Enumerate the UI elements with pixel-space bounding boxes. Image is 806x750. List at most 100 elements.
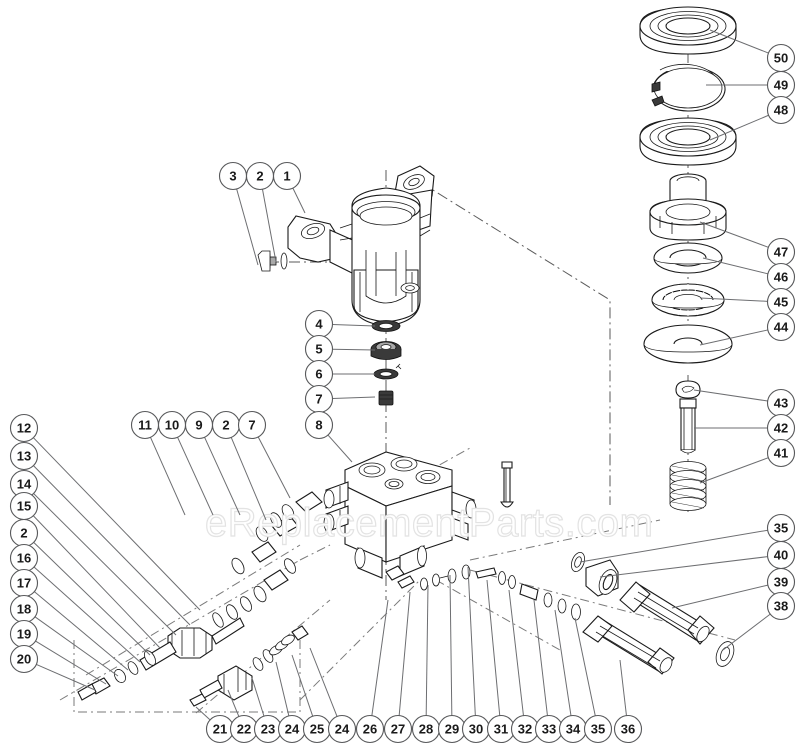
callout-bubble-14[interactable]: 14 [9, 469, 39, 499]
callout-leader-10 [177, 437, 214, 516]
callout-number: 31 [494, 722, 508, 737]
callout-bubble-34[interactable]: 34 [558, 714, 588, 744]
callout-bubble-46[interactable]: 46 [766, 262, 796, 292]
callout-number: 25 [310, 722, 324, 737]
callout-number: 36 [621, 722, 635, 737]
callout-number: 21 [213, 722, 227, 737]
callout-bubble-45[interactable]: 45 [766, 287, 796, 317]
callout-circle [327, 714, 357, 744]
callout-circle [766, 438, 796, 468]
callout-circle [272, 161, 302, 191]
callout-bubble-18[interactable]: 18 [9, 594, 39, 624]
callout-bubble-11[interactable]: 11 [130, 410, 160, 440]
callout-number: 38 [774, 599, 788, 614]
callout-bubble-35[interactable]: 35 [583, 714, 613, 744]
callout-bubble-36[interactable]: 36 [613, 714, 643, 744]
callout-bubble-42[interactable]: 42 [766, 413, 796, 443]
callout-number: 41 [774, 446, 788, 461]
callout-bubble-26[interactable]: 26 [355, 714, 385, 744]
callout-leader-7 [332, 396, 376, 400]
callout-bubble-17[interactable]: 17 [9, 568, 39, 598]
connecting-rod-36 [582, 615, 675, 675]
callout-bubble-7[interactable]: 7 [237, 410, 267, 440]
manifold-bottom-ports [354, 545, 427, 579]
callout-bubble-21[interactable]: 21 [205, 714, 235, 744]
callout-bubble-5[interactable]: 5 [304, 334, 334, 364]
callout-bubble-6[interactable]: 6 [304, 359, 334, 389]
callout-leader-22 [227, 689, 240, 717]
callout-number: 7 [315, 392, 322, 407]
callout-leader-24 [309, 647, 338, 717]
callout-group-center-stack: 45 6 7 8 [304, 309, 376, 463]
callout-leader-41 [699, 457, 769, 484]
callout-bubble-13[interactable]: 13 [9, 441, 39, 471]
callout-bubble-1[interactable]: 1 [272, 161, 302, 191]
callout-leader-29 [449, 574, 453, 716]
callout-bubble-9[interactable]: 9 [184, 410, 214, 440]
callout-bubble-43[interactable]: 43 [766, 388, 796, 418]
callout-circle [9, 441, 39, 471]
callout-bubble-19[interactable]: 19 [9, 619, 39, 649]
callout-bubble-48[interactable]: 48 [766, 95, 796, 125]
watermark-text: eReplacementParts.com [205, 501, 653, 545]
callout-bubble-25[interactable]: 25 [302, 714, 332, 744]
callout-number: 2 [20, 526, 27, 541]
callout-bubble-3[interactable]: 3 [218, 161, 248, 191]
callout-leader-39 [671, 584, 768, 609]
callout-leader-11 [150, 437, 186, 516]
callout-bubble-8[interactable]: 8 [304, 410, 334, 440]
callout-number: 34 [566, 722, 581, 737]
callout-bubble-2[interactable]: 2 [9, 518, 39, 548]
callout-bubble-27[interactable]: 27 [383, 714, 413, 744]
callout-number: 3 [229, 169, 236, 184]
callout-number: 45 [774, 295, 788, 310]
callout-leader-17 [34, 591, 129, 671]
callout-bubble-16[interactable]: 16 [9, 543, 39, 573]
callout-bubble-24[interactable]: 24 [277, 714, 307, 744]
crankcase-housing [287, 165, 435, 327]
callout-leader-31 [486, 579, 501, 716]
callout-bubble-22[interactable]: 22 [229, 714, 259, 744]
manifold-left-ports [323, 481, 349, 533]
callout-bubble-7[interactable]: 7 [304, 384, 334, 414]
callout-bubble-23[interactable]: 23 [253, 714, 283, 744]
callout-number: 42 [774, 421, 788, 436]
callout-bubble-20[interactable]: 20 [9, 644, 39, 674]
callout-bubble-44[interactable]: 44 [766, 312, 796, 342]
callout-bubble-15[interactable]: 15 [9, 491, 39, 521]
callout-bubble-49[interactable]: 49 [766, 70, 796, 100]
callout-bubble-47[interactable]: 47 [766, 237, 796, 267]
flat-washer-46 [653, 242, 723, 274]
callout-bubble-30[interactable]: 30 [461, 714, 491, 744]
callout-bubble-35[interactable]: 35 [766, 513, 796, 543]
callout-number: 14 [17, 477, 32, 492]
callout-bubble-4[interactable]: 4 [304, 309, 334, 339]
callout-leader-2 [230, 437, 267, 521]
callout-bubble-38[interactable]: 38 [766, 591, 796, 621]
callout-bubble-40[interactable]: 40 [766, 540, 796, 570]
callout-leader-21 [195, 706, 211, 721]
callout-bubble-2[interactable]: 2 [211, 410, 241, 440]
callout-bubble-2[interactable]: 2 [245, 161, 275, 191]
callout-bubble-10[interactable]: 10 [157, 410, 187, 440]
callout-leader-7 [257, 436, 291, 499]
callout-bubble-31[interactable]: 31 [486, 714, 516, 744]
callout-leader-33 [533, 599, 548, 716]
callout-number: 6 [315, 367, 322, 382]
callout-bubble-29[interactable]: 29 [437, 714, 467, 744]
callout-bubble-12[interactable]: 12 [9, 413, 39, 443]
callout-leader-26 [371, 599, 389, 716]
callout-bubble-50[interactable]: 50 [766, 43, 796, 73]
callout-bubble-28[interactable]: 28 [411, 714, 441, 744]
callout-number: 49 [774, 78, 788, 93]
bottom-center-hardware [385, 564, 581, 621]
callout-leader-35 [579, 529, 768, 563]
callout-bubble-41[interactable]: 41 [766, 438, 796, 468]
callout-bubble-32[interactable]: 32 [510, 714, 540, 744]
callout-bubble-33[interactable]: 33 [534, 714, 564, 744]
callout-bubble-39[interactable]: 39 [766, 567, 796, 597]
callout-bubble-24[interactable]: 24 [327, 714, 357, 744]
callout-leader-5 [332, 348, 376, 351]
callout-number: 17 [17, 576, 31, 591]
